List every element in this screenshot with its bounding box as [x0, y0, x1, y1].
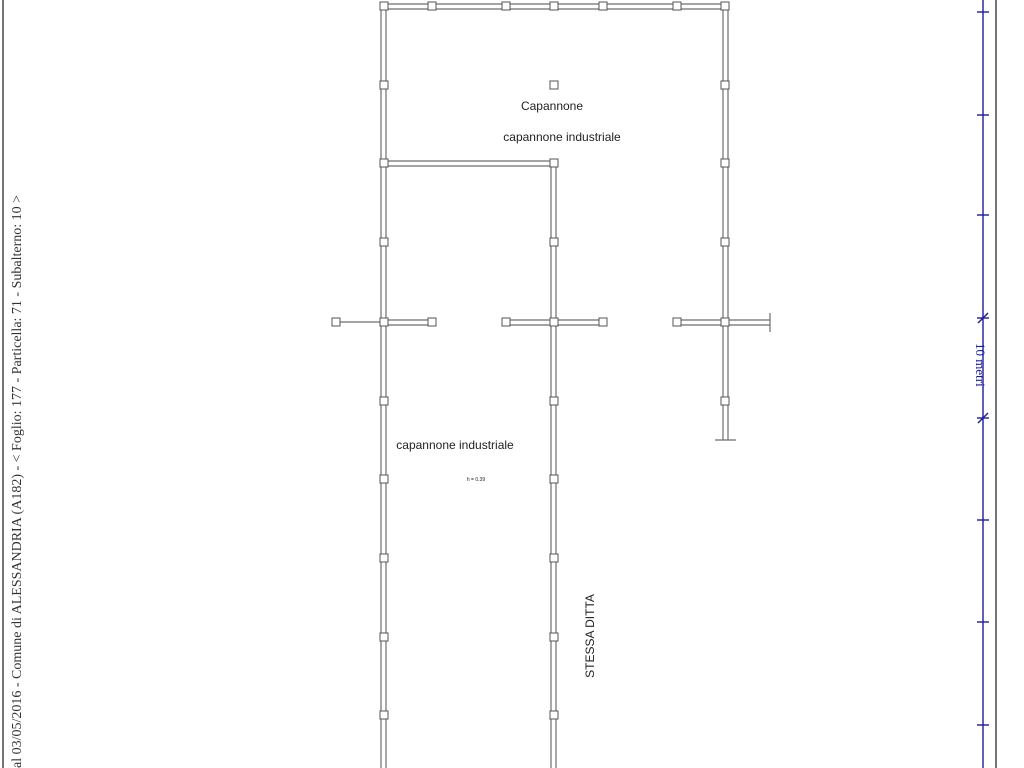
scale-bar	[977, 0, 989, 768]
neighbor-label: STESSA DITTA	[583, 594, 597, 678]
survey-nodes	[331, 1, 730, 720]
upper-room-subtitle: capannone industriale	[503, 130, 621, 144]
building-walls	[336, 3, 771, 768]
upper-room-title: Capannone	[521, 99, 583, 113]
lower-room-label: capannone industriale	[396, 438, 514, 452]
height-note: h = 0.39	[467, 477, 485, 483]
